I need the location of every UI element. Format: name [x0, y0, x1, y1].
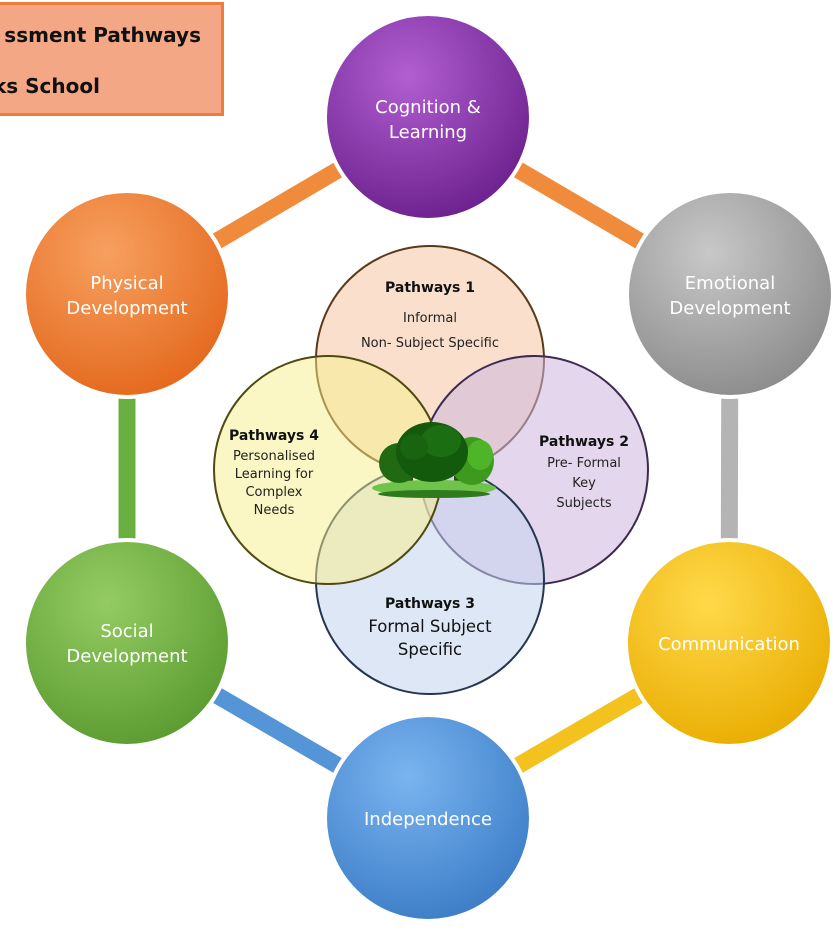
pathways-line: Formal Subject: [368, 617, 492, 636]
pathways-title: Pathways 4: [229, 428, 319, 444]
outer-node-label: Learning: [389, 122, 467, 143]
pathways-line: Informal: [403, 311, 457, 326]
outer-node-label: Emotional: [685, 273, 775, 294]
outer-node-label: Social: [100, 621, 153, 642]
title-line-2: ks School: [0, 74, 100, 98]
outer-node-label: Independence: [364, 809, 492, 830]
pathways-line: Personalised: [233, 449, 315, 464]
outer-node-social-development: Social Development: [22, 538, 232, 748]
pathways-4-text: Pathways 4 Personalised Learning for Com…: [229, 428, 319, 518]
pathways-line: Specific: [398, 640, 462, 659]
outer-node-communication: Communication: [624, 538, 833, 748]
outer-node-emotional-development: Emotional Development: [625, 189, 833, 399]
venn-circles: [213, 245, 649, 695]
pathways-title: Pathways 3: [385, 596, 475, 612]
pathways-3-text: Pathways 3 Formal Subject Specific: [368, 596, 492, 659]
pathways-line: Pre- Formal: [547, 456, 621, 471]
pathways-line: Learning for: [235, 467, 314, 482]
outer-node-label: Cognition &: [375, 97, 481, 118]
outer-node-label: Development: [66, 298, 187, 319]
pathways-line: Key: [572, 476, 596, 491]
tree-icon: [372, 422, 496, 498]
pathways-1-text: Pathways 1 Informal Non- Subject Specifi…: [361, 280, 499, 351]
outer-node-physical-development: Physical Development: [22, 189, 232, 399]
outer-node-label: Development: [669, 298, 790, 319]
outer-node-label: Development: [66, 646, 187, 667]
pathways-line: Needs: [254, 503, 295, 518]
pathways-line: Complex: [245, 485, 302, 500]
pathways-2-text: Pathways 2 Pre- Formal Key Subjects: [539, 434, 629, 511]
outer-node-label: Communication: [658, 634, 800, 655]
pathways-line: Subjects: [556, 496, 612, 511]
outer-node-independence: Independence: [323, 713, 533, 923]
outer-node-label: Physical: [90, 273, 163, 294]
pathways-title: Pathways 1: [385, 280, 475, 296]
outer-node-cognition-learning: Cognition & Learning: [323, 12, 533, 222]
pathways-line: Non- Subject Specific: [361, 336, 499, 351]
title-line-1: ssment Pathways: [4, 23, 201, 47]
pathways-title: Pathways 2: [539, 434, 629, 450]
title-box: ssment Pathways ks School: [0, 2, 224, 116]
